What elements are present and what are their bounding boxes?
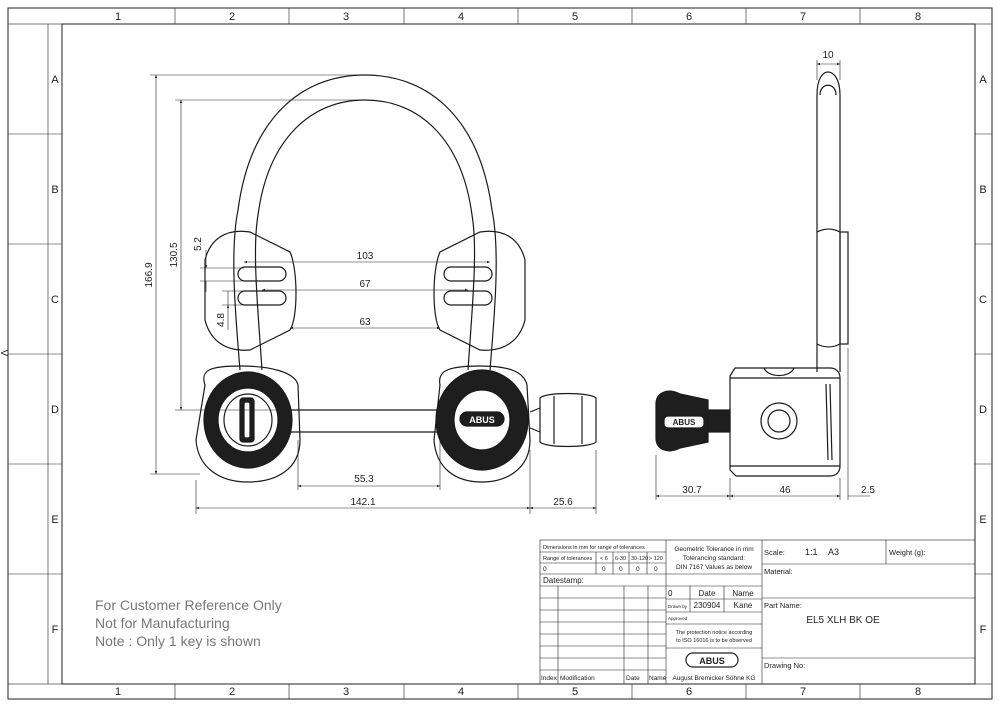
drawn-by-label: Drawn by (668, 604, 688, 609)
geometric-tolerance-line: DIN 7167 Values as below (676, 564, 752, 571)
grid-col-top: 8 (915, 11, 921, 23)
date-header: Date (699, 589, 716, 598)
revision-name-header: Name (649, 675, 667, 682)
weight-label: Weight (g): (889, 548, 926, 557)
dim-inner-width: 63 (359, 317, 371, 328)
grid-row-right: B (979, 184, 986, 196)
grid-col-top: 3 (343, 11, 349, 23)
name-header: Name (732, 589, 754, 598)
grid-col-bottom: 4 (458, 686, 464, 698)
grid-col-bottom: 1 (115, 686, 121, 698)
grid-row-right: D (979, 404, 987, 416)
dim-plate-depth: 2.5 (861, 485, 875, 496)
grid-col-top: 4 (458, 11, 464, 23)
outer-frame (7, 7, 993, 700)
grid-row-right: C (979, 294, 987, 306)
drawn-date: 230904 (694, 601, 721, 610)
tolerance-value: 0 (654, 566, 658, 573)
front-logo-text: ABUS (469, 415, 495, 425)
company-name: August Bremicker Söhne KG (672, 675, 755, 682)
dim-mid-width: 67 (359, 279, 371, 290)
not-for-manufacturing-note: Not for Manufacturing (95, 615, 230, 631)
revision-index-header: Index (541, 675, 558, 682)
grid-col-top: 5 (572, 11, 578, 23)
grid-col-bottom: 3 (343, 686, 349, 698)
part-name-label: Part Name: (764, 601, 802, 610)
sheet-format: A3 (828, 547, 839, 557)
dim-key-length: 30.7 (682, 485, 702, 496)
title-block (539, 539, 976, 685)
tolerance-value: 0 (543, 566, 547, 573)
datestamp-label: Datestamp: (543, 576, 584, 585)
grid-col-bottom: 2 (229, 686, 235, 698)
grid-row-right: F (980, 624, 987, 636)
dim-inner-height: 130.5 (169, 242, 180, 267)
dim-outer-width: 103 (357, 251, 374, 262)
revision-modification-header: Modification (560, 675, 595, 682)
grid-col-top: 1 (115, 11, 121, 23)
grid-col-top: 6 (686, 11, 692, 23)
front-view (195, 74, 597, 483)
tolerance-value: 0 (636, 566, 640, 573)
tolerance-header: < 6 (600, 556, 608, 562)
scale-label: Scale: (764, 548, 785, 557)
protection-notice: The protection notice according (676, 630, 753, 636)
protection-notice: to ISO 16016 is to be observed (676, 638, 752, 644)
dim-total-width: 142.1 (350, 497, 375, 508)
grid-row-left: C (51, 294, 59, 306)
grid-col-top: 2 (229, 11, 235, 23)
material-label: Material: (764, 567, 793, 576)
part-name: EL5 XLH BK OE (806, 615, 880, 626)
dim-body-offset: 55.3 (354, 474, 374, 485)
tolerance-header: > 120 (649, 556, 663, 562)
tolerance-title: Dimensions in mm for range of tolerances (543, 545, 645, 551)
tolerance-header: Range of tolerances (543, 556, 592, 562)
grid-row-right: A (979, 74, 987, 86)
grid-row-left: D (51, 404, 59, 416)
grid-row-left: A (51, 74, 59, 86)
tolerance-header: 6-30 (615, 556, 626, 562)
inner-frame (61, 23, 976, 685)
dim-slot-height: 4.8 (216, 313, 227, 327)
grid-row-left: E (51, 514, 58, 526)
grid-col-top: 7 (800, 11, 806, 23)
scale-value: 1:1 (805, 547, 818, 557)
dim-cap-width: 25.6 (553, 497, 573, 508)
tolerance-value: 0 (619, 566, 623, 573)
grid-col-bottom: 6 (686, 686, 692, 698)
grid-row-left: B (51, 184, 58, 196)
grid-row-left: F (52, 624, 59, 636)
geometric-tolerance-line: Geometric Tolerance in mm (674, 546, 753, 553)
revision-date-header: Date (626, 675, 640, 682)
drawing-no-label: Drawing No: (764, 661, 805, 670)
single-key-note: Note : Only 1 key is shown (95, 633, 261, 649)
customer-reference-note: For Customer Reference Only (95, 597, 282, 613)
key-logo-text: ABUS (673, 418, 696, 427)
dim-total-height: 166.9 (144, 262, 155, 287)
side-view (655, 71, 849, 477)
geometric-tolerance-line: Tolerancing standard: (683, 555, 745, 562)
rev-number: 0 (668, 589, 673, 598)
company-logo-text: ABUS (699, 656, 725, 666)
grid-col-bottom: 5 (572, 686, 578, 698)
approved-label: Approved (668, 616, 688, 621)
grid-row-right: E (979, 514, 986, 526)
grid-col-bottom: 8 (915, 686, 921, 698)
edge-mark: V (0, 350, 9, 357)
dim-body-depth: 46 (779, 485, 791, 496)
dimension-lines (150, 60, 870, 514)
grid-col-bottom: 7 (800, 686, 806, 698)
tolerance-header: 30-120 (631, 556, 648, 562)
dim-shackle-thickness: 10 (822, 50, 834, 61)
drawn-name: Kane (734, 601, 753, 610)
dim-slot-gap: 5.2 (193, 237, 204, 251)
tolerance-value: 0 (602, 566, 606, 573)
